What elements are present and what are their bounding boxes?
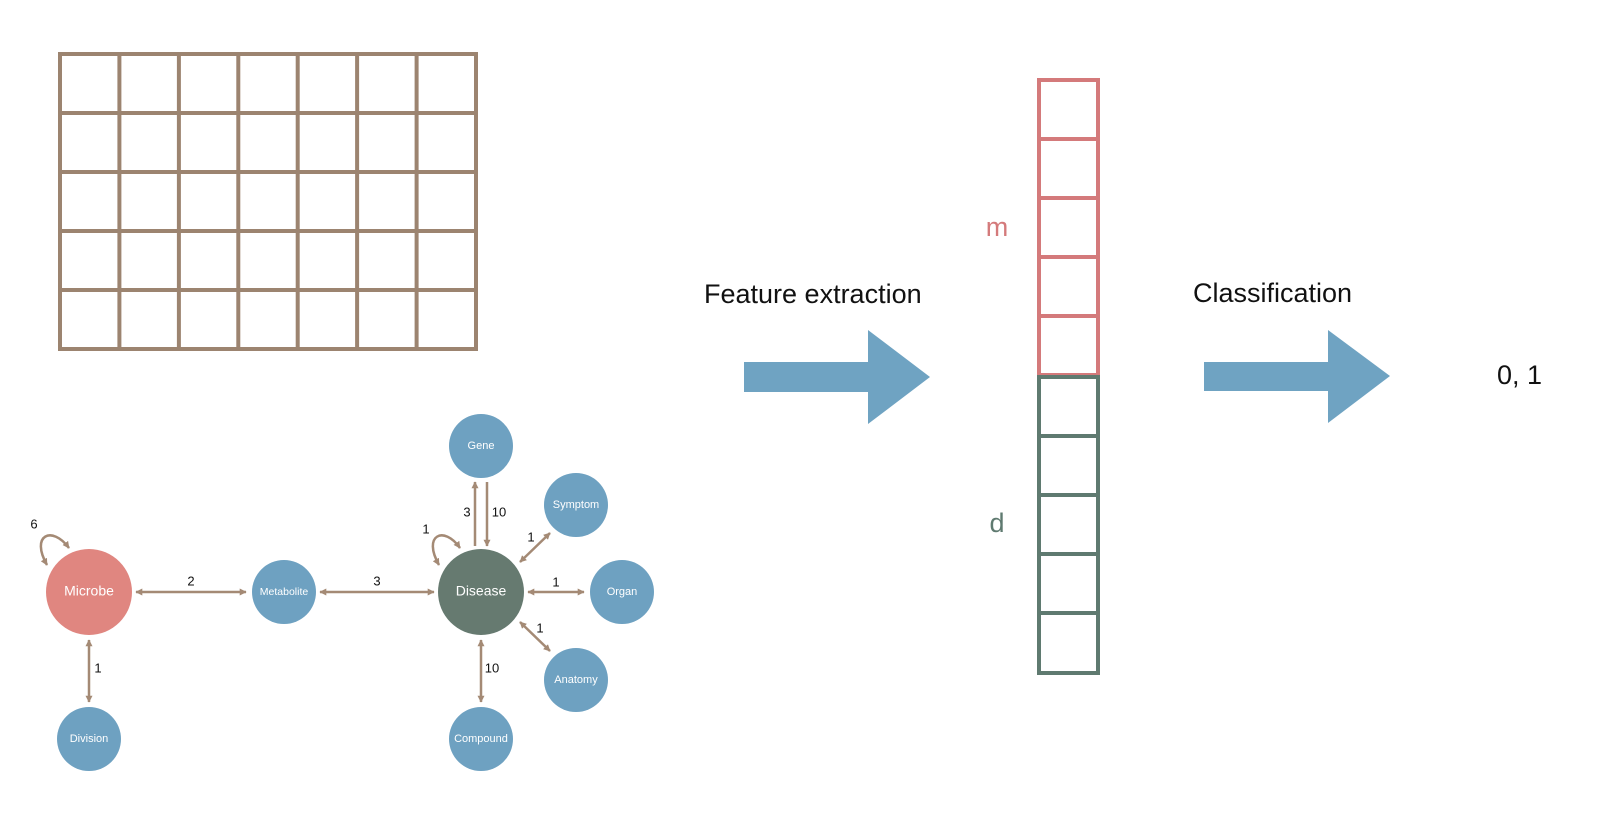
node-label-anatomy: Anatomy <box>554 674 598 686</box>
vector-m-label: m <box>986 212 1009 242</box>
node-label-compound: Compound <box>454 733 508 745</box>
node-label-organ: Organ <box>607 586 638 598</box>
feature-matrix-grid <box>58 52 478 351</box>
node-microbe: Microbe <box>46 549 132 635</box>
feature-extraction-label: Feature extraction <box>704 279 922 309</box>
node-disease: Disease <box>438 549 524 635</box>
node-symptom: Symptom <box>544 473 608 537</box>
node-compound: Compound <box>449 707 513 771</box>
vector-d-segment <box>1037 375 1100 675</box>
node-metabolite: Metabolite <box>252 560 316 624</box>
edge-label-gene-to-disease: 10 <box>492 504 506 519</box>
vector-d-label: d <box>989 508 1004 538</box>
edge-label-disease-organ: 1 <box>552 574 559 589</box>
classification-arrow <box>1204 330 1390 423</box>
node-label-metabolite: Metabolite <box>260 586 309 598</box>
vector-m-segment <box>1037 78 1100 377</box>
edge-label-microbe-metabolite: 2 <box>187 573 194 588</box>
node-label-microbe: Microbe <box>64 583 114 599</box>
edge-disease-symptom <box>519 532 551 563</box>
edge-label-microbe-division: 1 <box>94 660 101 675</box>
classification-label: Classification <box>1193 278 1352 308</box>
node-gene: Gene <box>449 414 513 478</box>
edge-microbe-self <box>39 534 71 566</box>
node-label-symptom: Symptom <box>553 499 599 511</box>
feature-extraction-arrow <box>744 330 930 424</box>
edge-disease-anatomy <box>519 621 551 652</box>
node-label-gene: Gene <box>468 440 495 452</box>
edge-label-disease-anatomy: 1 <box>536 620 543 635</box>
edge-disease-self <box>431 534 462 566</box>
output-label: 0, 1 <box>1497 360 1542 390</box>
edge-label-microbe-self: 6 <box>30 516 37 531</box>
graph-edges <box>39 481 585 703</box>
edge-label-disease-symptom: 1 <box>527 529 534 544</box>
node-label-disease: Disease <box>456 583 507 599</box>
edge-label-disease-to-gene: 3 <box>463 504 470 519</box>
node-label-division: Division <box>70 733 109 745</box>
node-organ: Organ <box>590 560 654 624</box>
edge-label-disease-compound: 10 <box>485 660 499 675</box>
node-anatomy: Anatomy <box>544 648 608 712</box>
node-division: Division <box>57 707 121 771</box>
edge-label-metabolite-disease: 3 <box>373 573 380 588</box>
edge-label-disease-self: 1 <box>422 521 429 536</box>
